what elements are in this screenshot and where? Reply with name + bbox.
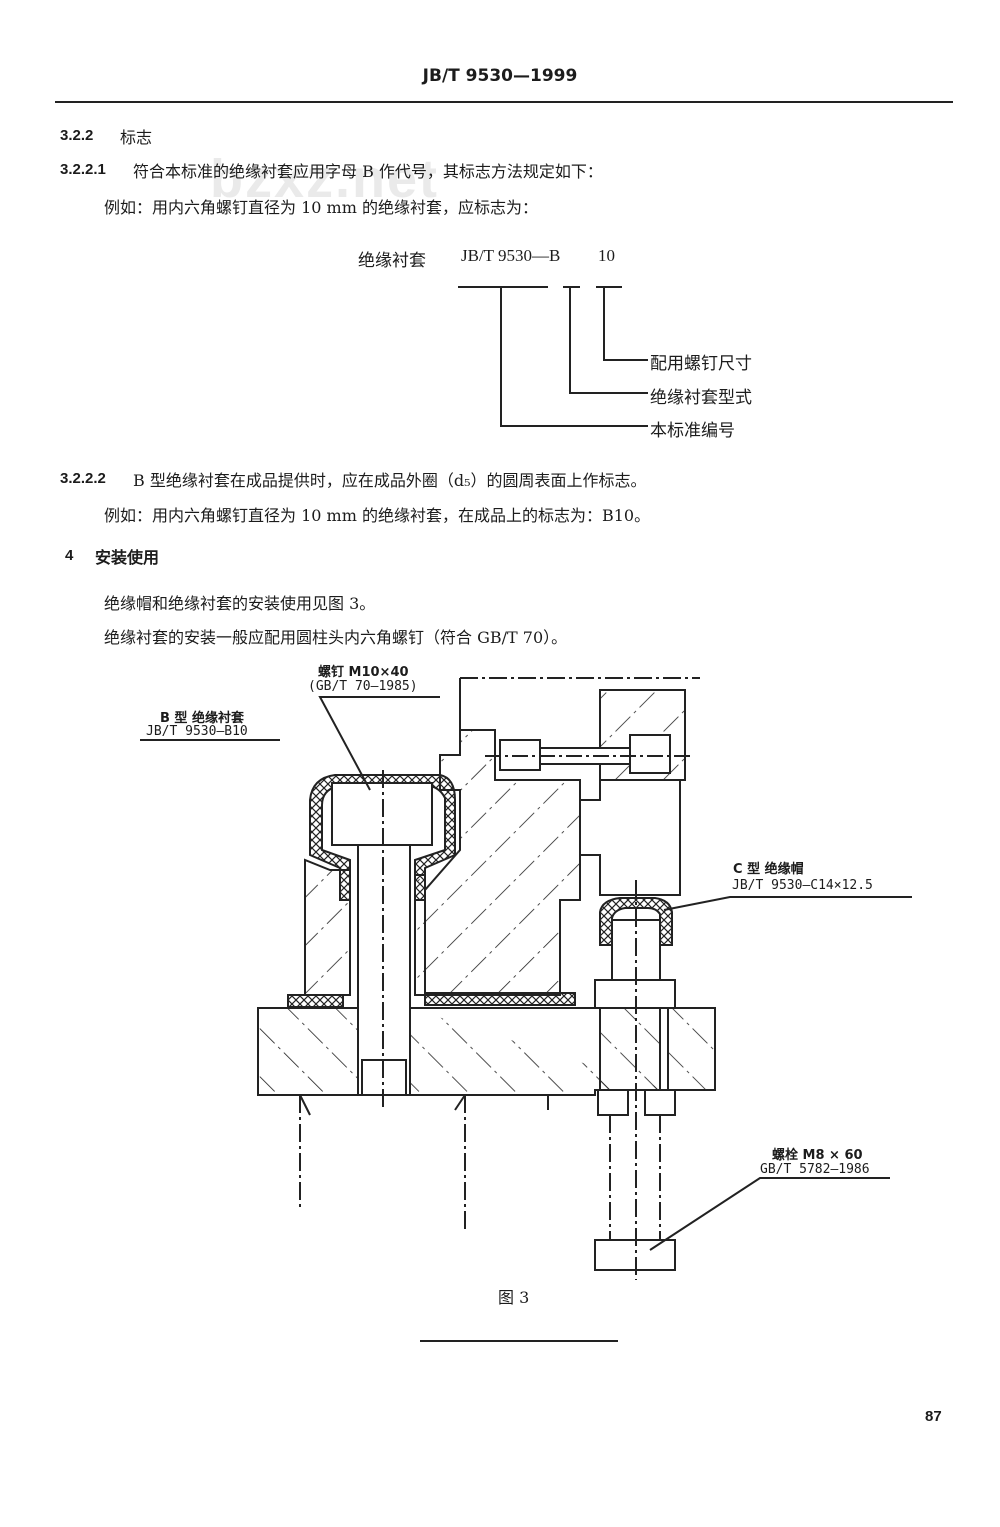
insulation-bushing-b xyxy=(309,774,456,901)
label-cap-line1: C 型 绝缘帽 xyxy=(733,862,804,877)
figure-caption: 图 3 xyxy=(498,1288,530,1307)
label-bolt-line1: 螺栓 M8 × 60 xyxy=(772,1148,863,1163)
section-number: 4 xyxy=(65,547,74,564)
paragraph: 绝缘帽和绝缘衬套的安装使用见图 3。 xyxy=(104,594,376,613)
legend-screw-size: 配用螺钉尺寸 xyxy=(650,354,752,374)
page-number: 87 xyxy=(925,1408,942,1425)
watermark: bzxz.net xyxy=(210,149,440,209)
clause-text: B 型绝缘衬套在成品提供时，应在成品外圈（d₅）的圆周表面上作标志。 xyxy=(133,471,647,490)
clause-number: 3.2.2.1 xyxy=(60,161,106,178)
section-title: 安装使用 xyxy=(95,548,160,567)
legend-standard-number: 本标准编号 xyxy=(650,421,735,441)
clause-text: 符合本标准的绝缘衬套应用字母 B 作代号，其标志方法规定如下： xyxy=(133,162,603,181)
cap-screw-shank xyxy=(357,844,411,1096)
legend-bushing-type: 绝缘衬套型式 xyxy=(650,388,752,408)
insulation-cap-c xyxy=(599,897,673,946)
leader-screw xyxy=(318,696,440,791)
leader-cap xyxy=(663,896,912,911)
marking-size: 10 xyxy=(598,246,615,265)
stripper-block xyxy=(579,779,681,896)
label-bolt-line2: GB/T 5782—1986 xyxy=(760,1162,870,1177)
clause-number: 3.2.2.2 xyxy=(60,470,106,487)
insulation-plate-left xyxy=(287,994,344,1008)
section-number: 3.2.2 xyxy=(60,127,94,144)
section-title: 标志 xyxy=(120,128,153,147)
label-bushing-line1: B 型 绝缘衬套 xyxy=(160,711,244,726)
leader-bolt xyxy=(649,1177,890,1251)
page-header: JB/T 9530—1999 xyxy=(422,66,578,86)
label-screw-line2: (GB/T 70—1985) xyxy=(308,679,418,694)
clause-example: 例如：用内六角螺钉直径为 10 mm 的绝缘衬套，应标志为： xyxy=(104,198,538,217)
end-rule xyxy=(420,1340,618,1342)
insulation-plate-mid xyxy=(424,992,576,1006)
marking-standard: JB/T 9530—B xyxy=(461,246,561,265)
base-plate xyxy=(257,1007,359,1096)
label-cap-line2: JB/T 9530—C14×12.5 xyxy=(732,878,873,893)
label-bushing-line2: JB/T 9530—B10 xyxy=(146,724,248,739)
header-rule xyxy=(55,101,953,103)
clause-example: 例如：用内六角螺钉直径为 10 mm 的绝缘衬套，在成品上的标志为：B10。 xyxy=(104,506,651,525)
marking-name: 绝缘衬套 xyxy=(358,251,426,271)
paragraph: 绝缘衬套的安装一般应配用圆柱头内六角螺钉（符合 GB/T 70）。 xyxy=(104,628,568,647)
label-screw-line1: 螺钉 M10×40 xyxy=(318,665,409,680)
left-pad xyxy=(304,858,351,996)
